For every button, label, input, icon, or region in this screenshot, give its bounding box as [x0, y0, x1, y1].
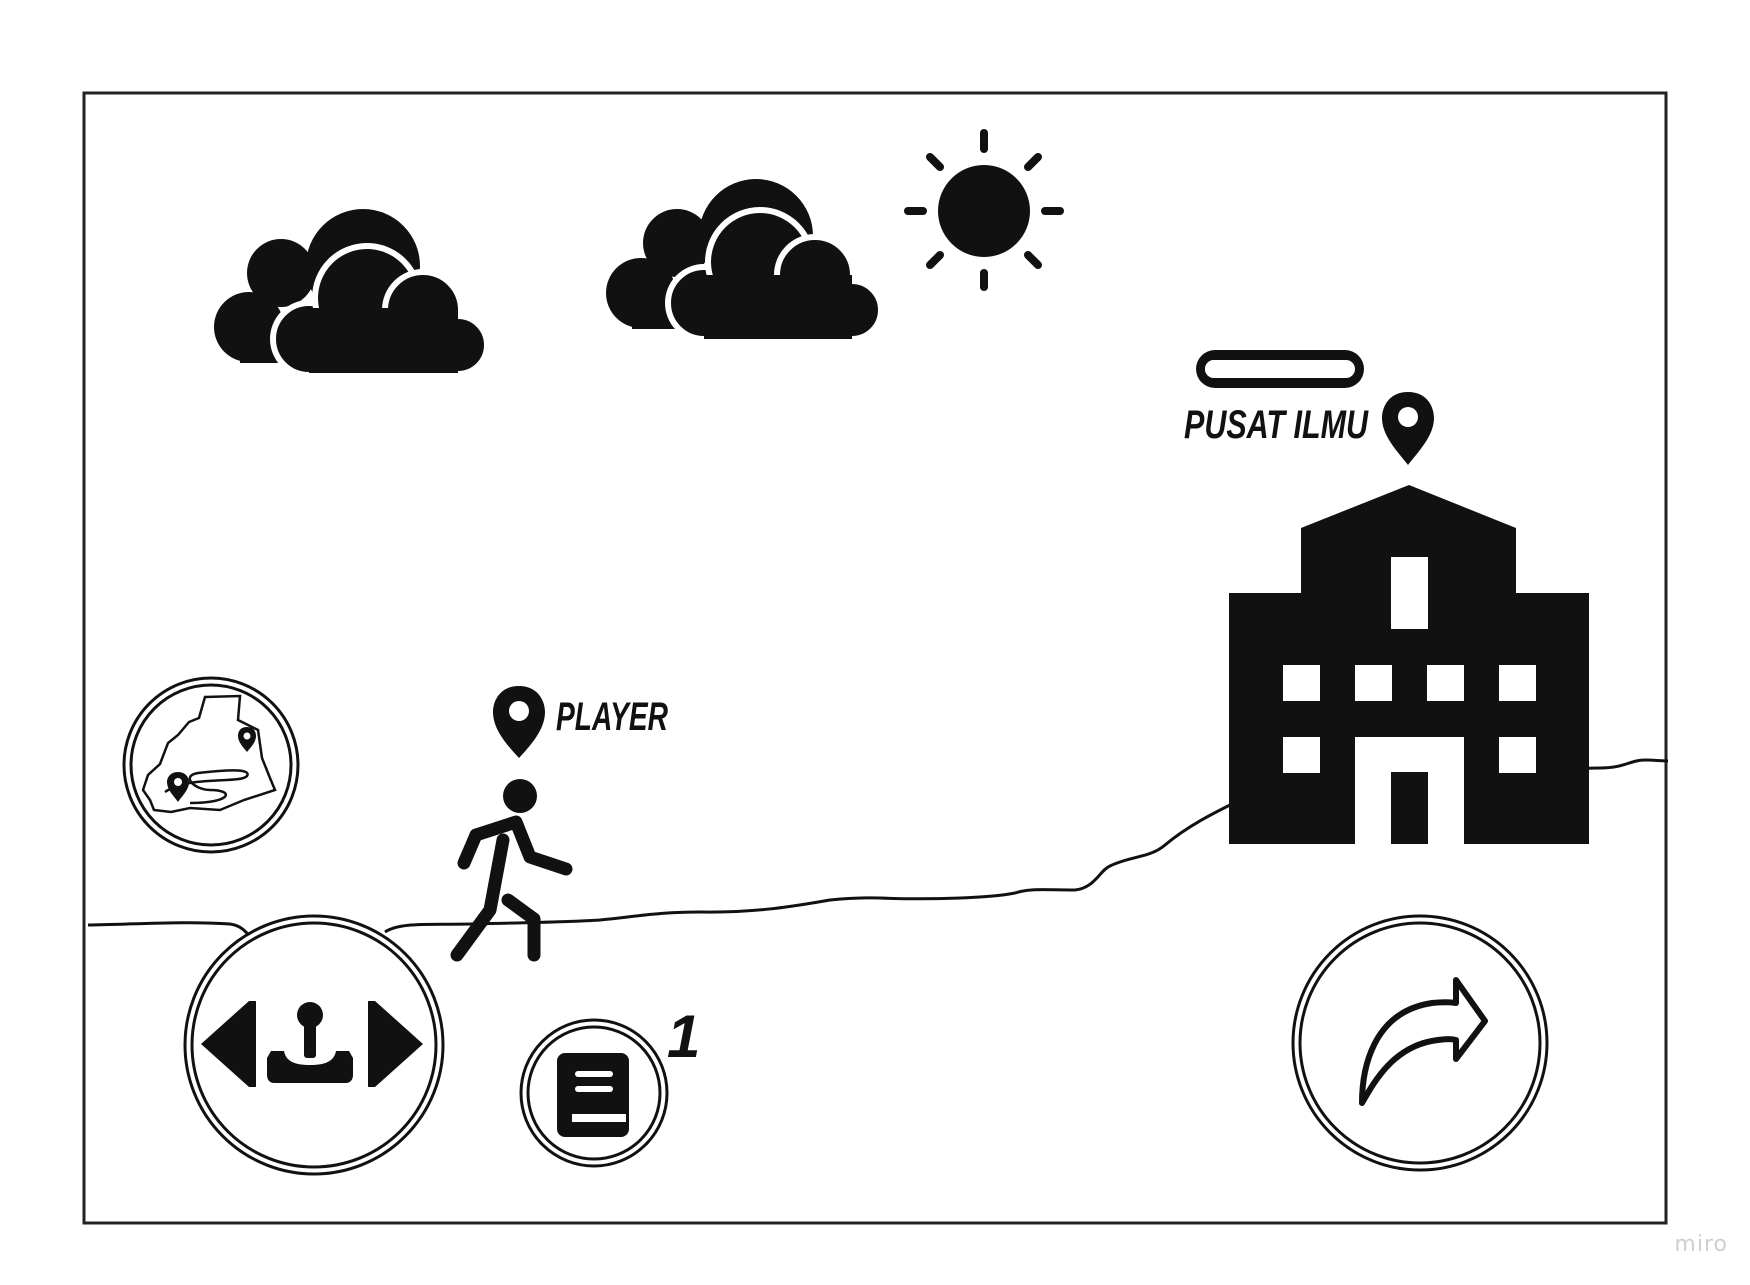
- pusat-ilmu-building[interactable]: [1229, 485, 1589, 844]
- destination-label: PUSAT ILMU: [1184, 403, 1369, 447]
- destination-location-pin-icon: [1382, 392, 1434, 465]
- destination-progress-fill: [1205, 360, 1273, 378]
- book-icon: [557, 1053, 629, 1137]
- joystick-button[interactable]: [183, 914, 445, 1176]
- share-arrow-icon: [1359, 977, 1488, 1106]
- book-count-badge: 1: [667, 1003, 700, 1070]
- book-button[interactable]: [519, 1018, 669, 1168]
- next-button[interactable]: [1291, 914, 1549, 1172]
- player-location-pin-icon: [493, 686, 545, 758]
- map-pin-icon: [167, 727, 256, 802]
- player-walking-icon[interactable]: [450, 779, 573, 962]
- map-icon: [141, 694, 277, 814]
- joystick-arrows-icon: [201, 1001, 423, 1087]
- sun-icon: [904, 129, 1064, 291]
- cloud-icon: [214, 209, 490, 378]
- game-frame: [82, 91, 1668, 1225]
- destination-progress-bar: [1196, 350, 1364, 388]
- player-label: PLAYER: [556, 695, 668, 739]
- cloud-icon: [606, 179, 884, 342]
- map-button[interactable]: [122, 676, 300, 854]
- watermark: miro: [1674, 1232, 1728, 1257]
